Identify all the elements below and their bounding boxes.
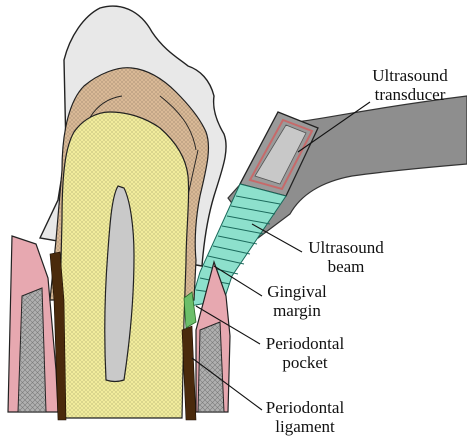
- right-bone-texture: [198, 322, 224, 412]
- left-bone-texture: [18, 288, 46, 412]
- label-ultrasound-beam: Ultrasound beam: [290, 238, 402, 276]
- label-periodontal-pocket: Periodontal pocket: [252, 334, 358, 372]
- label-line: transducer: [358, 85, 462, 104]
- label-line: beam: [290, 257, 402, 276]
- label-gingival-margin: Gingival margin: [254, 282, 340, 320]
- label-line: Periodontal: [252, 398, 358, 417]
- label-line: Ultrasound: [290, 238, 402, 257]
- label-periodontal-ligament: Periodontal ligament: [252, 398, 358, 436]
- label-ultrasound-transducer: Ultrasound transducer: [358, 66, 462, 104]
- right-periodontal-ligament: [182, 326, 196, 420]
- label-line: Ultrasound: [358, 66, 462, 85]
- label-line: margin: [254, 301, 340, 320]
- label-line: Gingival: [254, 282, 340, 301]
- label-line: ligament: [252, 417, 358, 436]
- label-line: pocket: [252, 353, 358, 372]
- label-line: Periodontal: [252, 334, 358, 353]
